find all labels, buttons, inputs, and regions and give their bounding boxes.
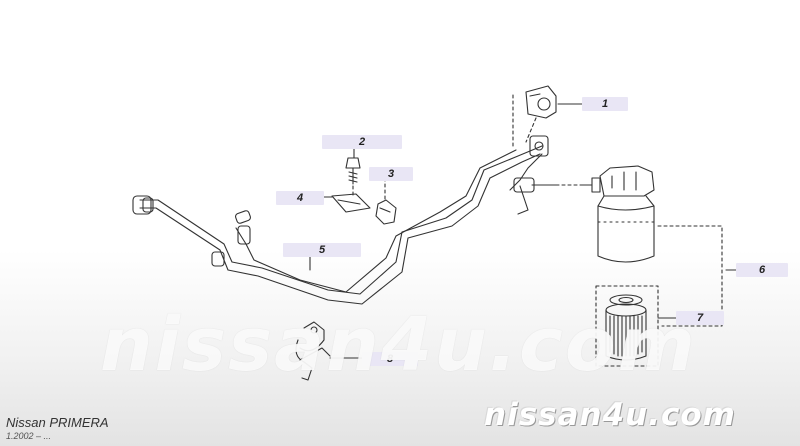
- callout-1: 1: [582, 97, 628, 111]
- callout-7: 7: [676, 311, 724, 325]
- callout-3: 3: [369, 167, 413, 181]
- model-label: Nissan PRIMERA: [6, 415, 109, 430]
- callout-2: 2: [322, 135, 402, 149]
- fuel-filter-assembly: [555, 165, 737, 327]
- callout-label-5: 5: [318, 244, 326, 256]
- production-date-label: 1.2002 – ...: [6, 431, 52, 441]
- callout-label-3: 3: [387, 168, 395, 180]
- watermark-corner: nissan4u.com: [484, 397, 736, 433]
- callout-label-6: 6: [758, 264, 766, 276]
- bracket-part-4: [331, 193, 371, 213]
- clip-part-1: [512, 85, 557, 149]
- clip-part-3: [375, 177, 397, 225]
- callout-6: 6: [736, 263, 788, 277]
- fuel-tube-assembly: [132, 135, 557, 305]
- callout-5: 5: [283, 243, 361, 257]
- clamp-part-8: [295, 321, 331, 381]
- callout-label-8: 8: [386, 353, 394, 365]
- bolt-part-2: [345, 157, 361, 197]
- filter-element-part-7: [595, 285, 677, 367]
- callout-4: 4: [276, 191, 324, 205]
- watermark-center: nissan4u.com: [100, 302, 697, 388]
- callout-label-4: 4: [296, 192, 304, 204]
- callout-label-2: 2: [358, 136, 366, 148]
- callout-8: 8: [362, 352, 418, 366]
- callout-label-1: 1: [601, 98, 609, 110]
- callout-label-7: 7: [696, 312, 704, 324]
